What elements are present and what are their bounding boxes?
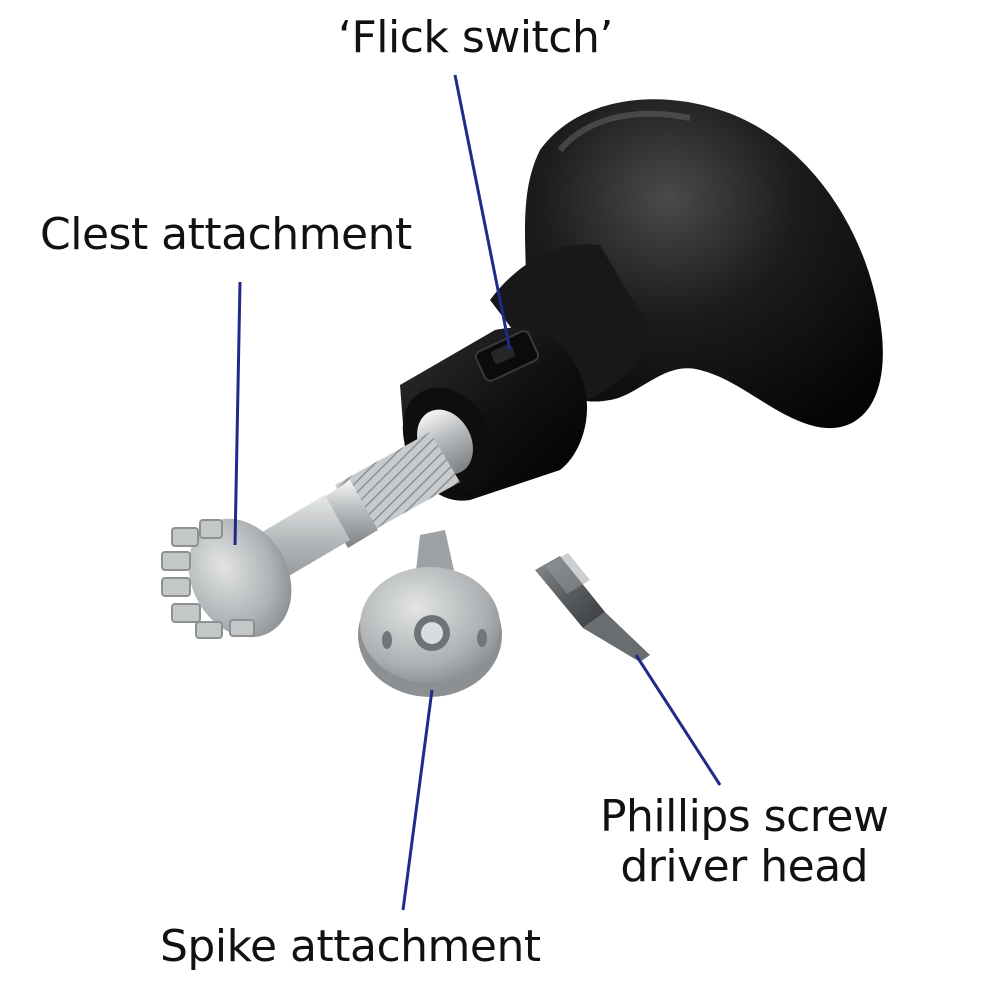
leader-line-clest-attachment xyxy=(233,281,242,546)
leader-line-flick-switch xyxy=(453,74,512,351)
leader-line-phillips xyxy=(634,654,722,786)
label-phillips-driver: Phillips screw driver head xyxy=(600,791,889,892)
label-clest-attachment: Clest attachment xyxy=(40,209,412,260)
label-flick-switch: ‘Flick switch’ xyxy=(338,12,613,63)
phillips-bit-part xyxy=(535,553,650,662)
leader-lines xyxy=(233,74,722,911)
label-spike-attachment: Spike attachment xyxy=(160,921,541,972)
leader-line-spike-attachment xyxy=(401,689,434,911)
t-handle xyxy=(490,99,883,429)
label-phillips-line1: Phillips screw xyxy=(600,791,889,842)
label-phillips-line2: driver head xyxy=(620,841,869,892)
clest-attachment-part xyxy=(161,518,292,639)
spike-attachment-part xyxy=(358,530,502,697)
